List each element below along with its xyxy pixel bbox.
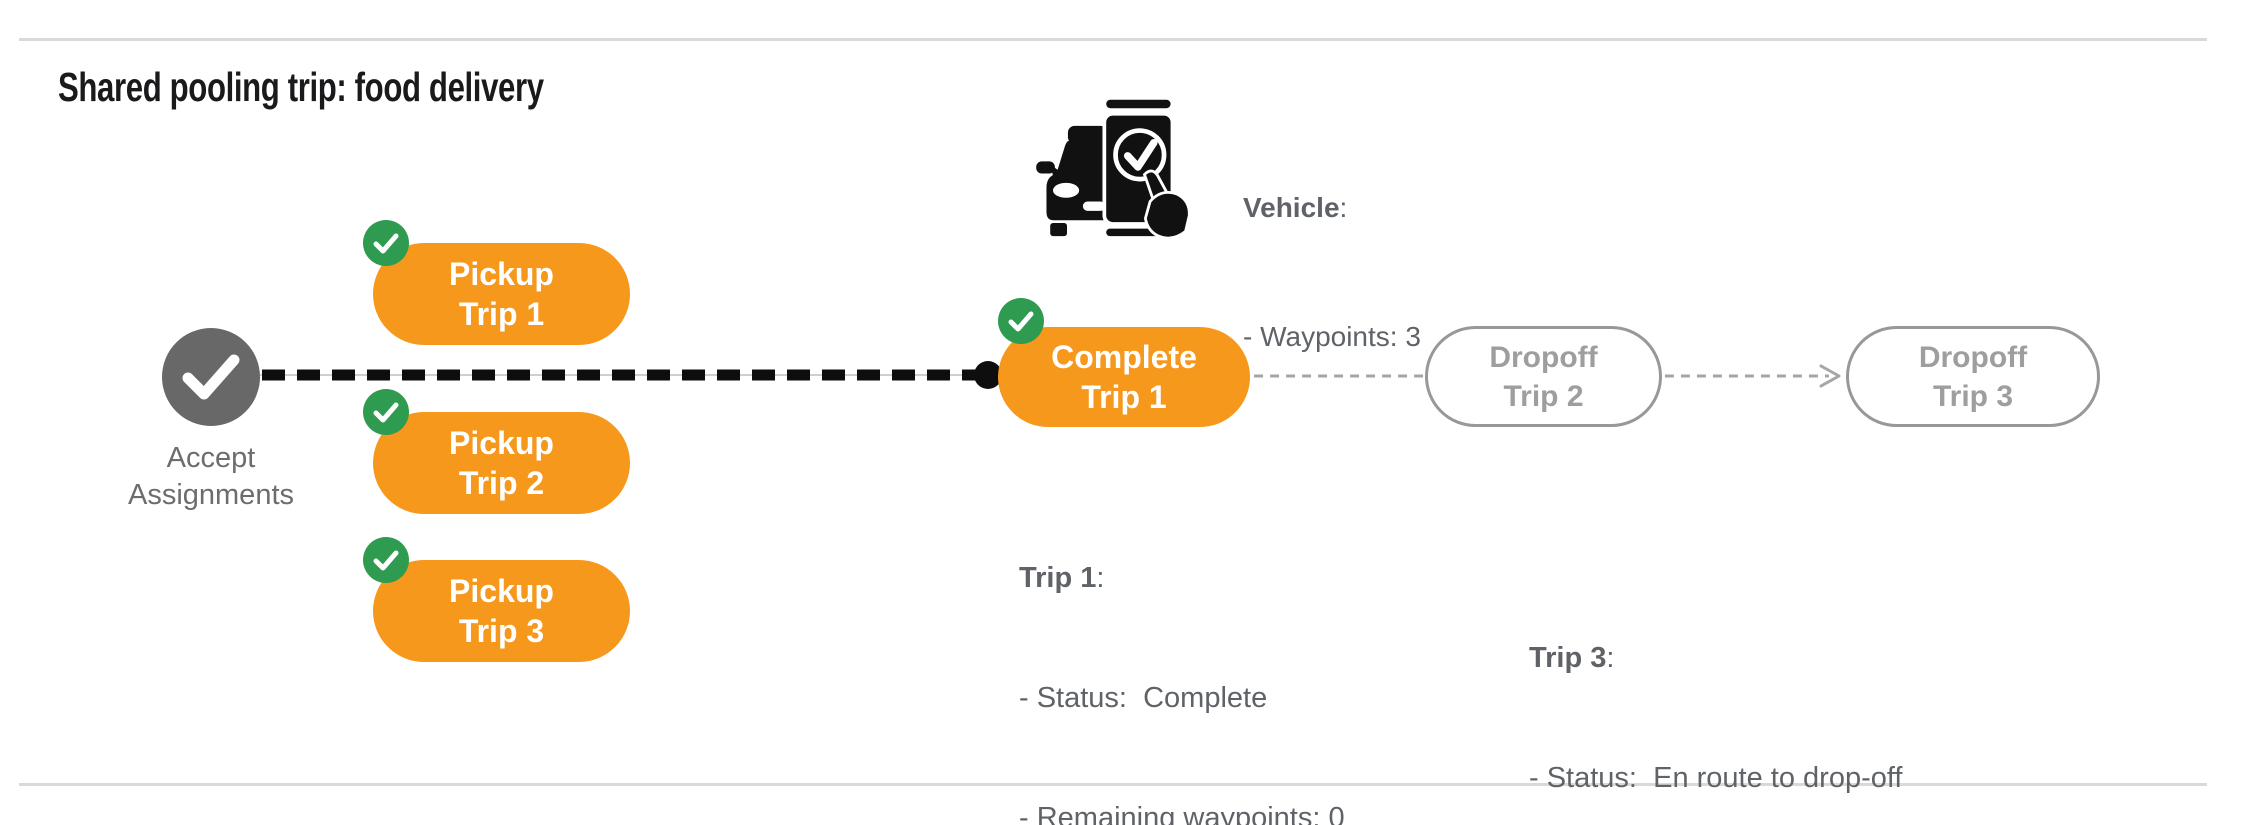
check-badge-icon	[363, 537, 409, 583]
vehicle-waypoints: - Waypoints: 3	[1243, 321, 1421, 352]
pill-label-line2: Trip 2	[1503, 379, 1584, 413]
car-phone-check-icon	[1025, 83, 1193, 251]
pill-label-line1: Pickup	[449, 256, 554, 292]
vehicle-label: Vehicle	[1243, 192, 1340, 223]
node-pickup-trip-1: Pickup Trip 1	[363, 220, 630, 345]
trip-1-heading: Trip 1:	[1019, 558, 1392, 598]
trip-1-waypoints: - Remaining waypoints: 0	[1019, 802, 1345, 825]
check-badge-icon	[998, 298, 1044, 344]
vehicle-info: Vehicle: - Waypoints: 3	[1243, 100, 1421, 444]
connector-dropoff2-to-dropoff3	[1665, 364, 1841, 388]
trip-3-status: - Status: En route to drop-off	[1529, 762, 1903, 794]
page-title: Shared pooling trip: food delivery	[58, 64, 544, 110]
pill-label-line2: Trip 1	[458, 296, 545, 332]
check-badge-icon	[363, 220, 409, 266]
trip-1-label: Trip 1	[1019, 562, 1097, 594]
connector-accept-to-complete	[260, 361, 1002, 389]
top-divider	[19, 38, 2207, 41]
accept-label-line1: Accept	[166, 442, 256, 474]
accept-check-icon	[162, 326, 260, 429]
node-accept-assignments	[162, 328, 260, 426]
pill-label-line1: Dropoff	[1489, 340, 1598, 374]
pill-label-line1: Pickup	[449, 425, 554, 461]
vehicle-label-colon: :	[1339, 192, 1348, 223]
node-dropoff-trip-3: Dropoff Trip 3	[1846, 326, 2100, 427]
pill-label-line1: Pickup	[449, 573, 554, 609]
trip-3-label: Trip 3	[1529, 642, 1607, 674]
trip-status-block-right: Trip 3: - Status: En route to drop-off -…	[1529, 558, 1902, 825]
pill-label-line2: Trip 1	[1081, 379, 1167, 415]
pill-label-line2: Trip 3	[1932, 379, 2014, 413]
trip-1-status: - Status: Complete	[1019, 682, 1268, 714]
bottom-divider	[19, 783, 2207, 786]
trip-1-colon: :	[1096, 562, 1105, 594]
node-complete-trip-1: Complete Trip 1	[998, 298, 1250, 427]
waypoint-dot	[974, 361, 1002, 389]
node-pickup-trip-2: Pickup Trip 2	[363, 389, 630, 514]
pill-label-line1: Complete	[1051, 339, 1197, 375]
check-badge-icon	[363, 389, 409, 435]
node-dropoff-trip-2: Dropoff Trip 2	[1425, 326, 1662, 427]
accept-label-line2: Assignments	[127, 479, 294, 511]
pill-label-line2: Trip 2	[458, 465, 545, 501]
pill-label-line1: Dropoff	[1918, 340, 2028, 374]
accept-node-label: Accept Assignments	[80, 440, 342, 514]
node-pickup-trip-3: Pickup Trip 3	[363, 537, 630, 662]
pill-label-line2: Trip 3	[458, 613, 545, 649]
trip-status-block-left: Trip 1: - Status: Complete - Remaining w…	[1019, 478, 1392, 825]
trip-3-colon: :	[1606, 642, 1615, 674]
trip-3-heading: Trip 3:	[1529, 638, 1902, 678]
arrowhead-icon	[1819, 364, 1841, 388]
connector-complete-to-dropoff2	[1254, 374, 1426, 378]
vehicle-label-line: Vehicle:	[1243, 186, 1421, 229]
